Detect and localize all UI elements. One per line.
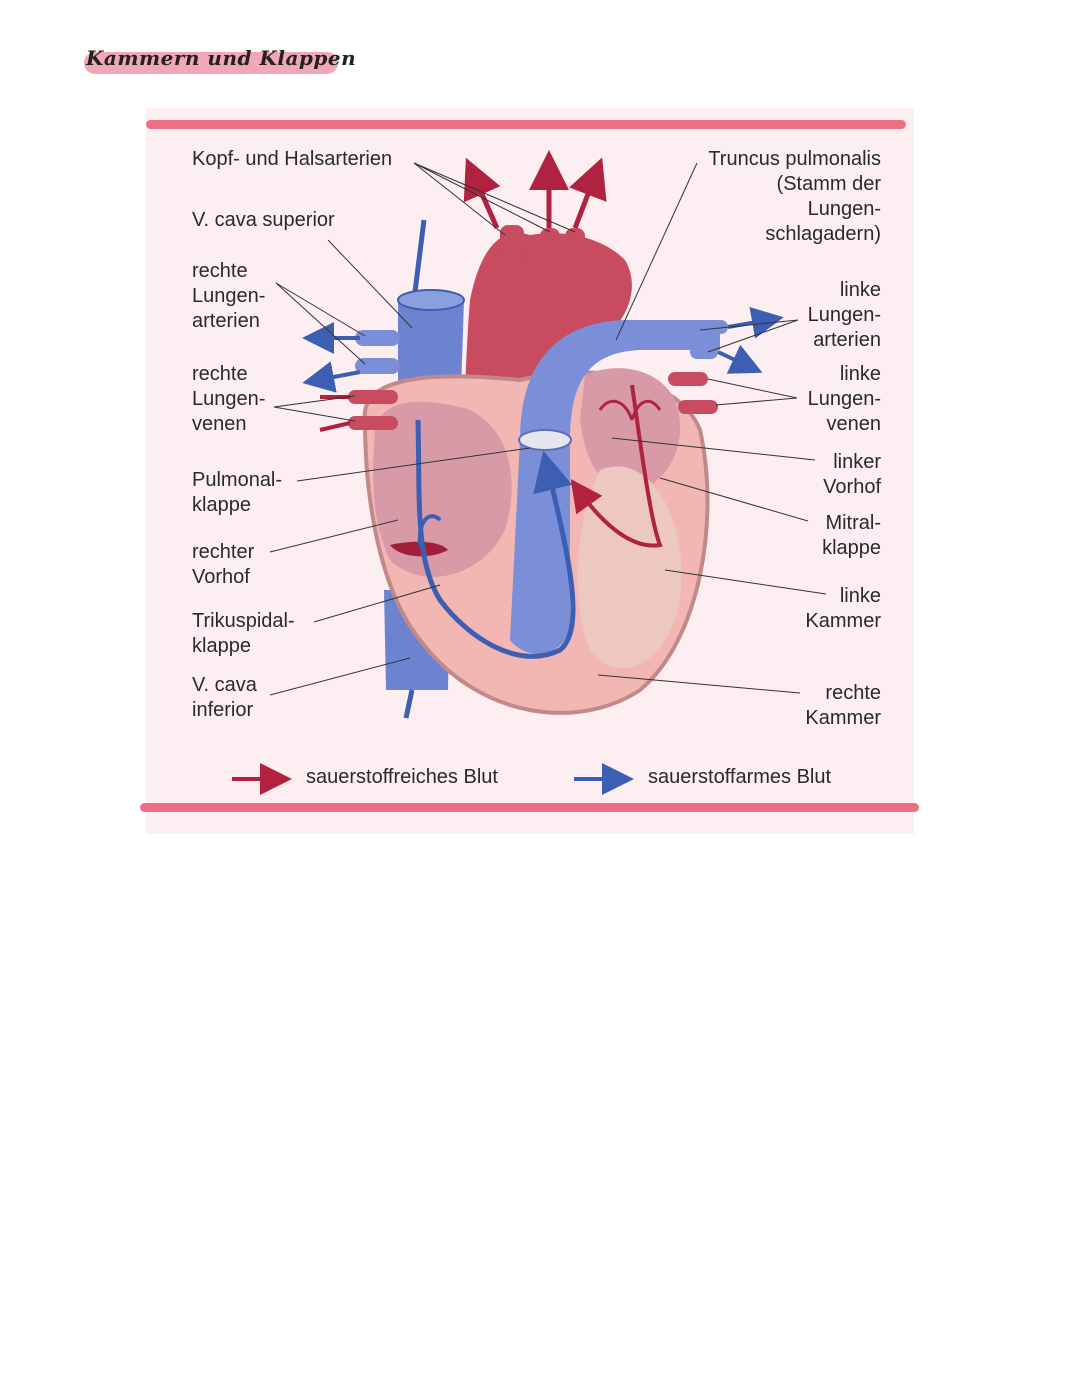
right-side-vessels xyxy=(668,306,784,414)
head-neck-arrows xyxy=(463,150,607,230)
label-linke-lungenarterien: linke Lungen- arterien xyxy=(807,279,881,351)
page-title: Kammern und Klappen xyxy=(86,46,357,70)
label-vena-cava-superior: V. cava superior xyxy=(192,209,335,231)
label-linke-kammer: linke Kammer xyxy=(805,585,881,632)
label-rechte-kammer: rechte Kammer xyxy=(805,682,881,729)
label-linker-vorhof: linker Vorhof xyxy=(823,451,881,498)
legend-oxygen-poor: sauerstoffarmes Blut xyxy=(648,766,832,788)
label-trikuspidalklappe: Trikuspidal- klappe xyxy=(192,610,295,657)
label-mitralklappe: Mitral- klappe xyxy=(822,512,881,559)
label-vena-cava-inferior: V. cava inferior xyxy=(192,674,257,721)
page-title-wrap: Kammern und Klappen xyxy=(82,46,357,74)
flow-arrows xyxy=(415,384,663,659)
label-linke-lungenvenen: linke Lungen- venen xyxy=(807,363,881,435)
label-rechter-vorhof: rechter Vorhof xyxy=(192,541,255,588)
label-truncus-pulmonalis: Truncus pulmonalis (Stamm der Lungen- sc… xyxy=(708,148,881,245)
title-highlight xyxy=(84,52,338,74)
label-rechte-lungenarterien: rechte Lungen- arterien xyxy=(192,260,266,332)
label-rechte-lungenvenen: rechte Lungen- venen xyxy=(192,363,266,435)
leader-lines xyxy=(269,162,827,696)
pulmonary-trunk xyxy=(510,320,720,654)
label-pulmonalklappe: Pulmonal- klappe xyxy=(192,469,283,516)
label-kopf-hals: Kopf- und Halsarterien xyxy=(192,148,393,170)
top-accent-bar xyxy=(146,120,906,129)
legend-oxygen-rich: sauerstoffreiches Blut xyxy=(306,766,498,788)
bottom-accent-bar xyxy=(140,803,919,812)
